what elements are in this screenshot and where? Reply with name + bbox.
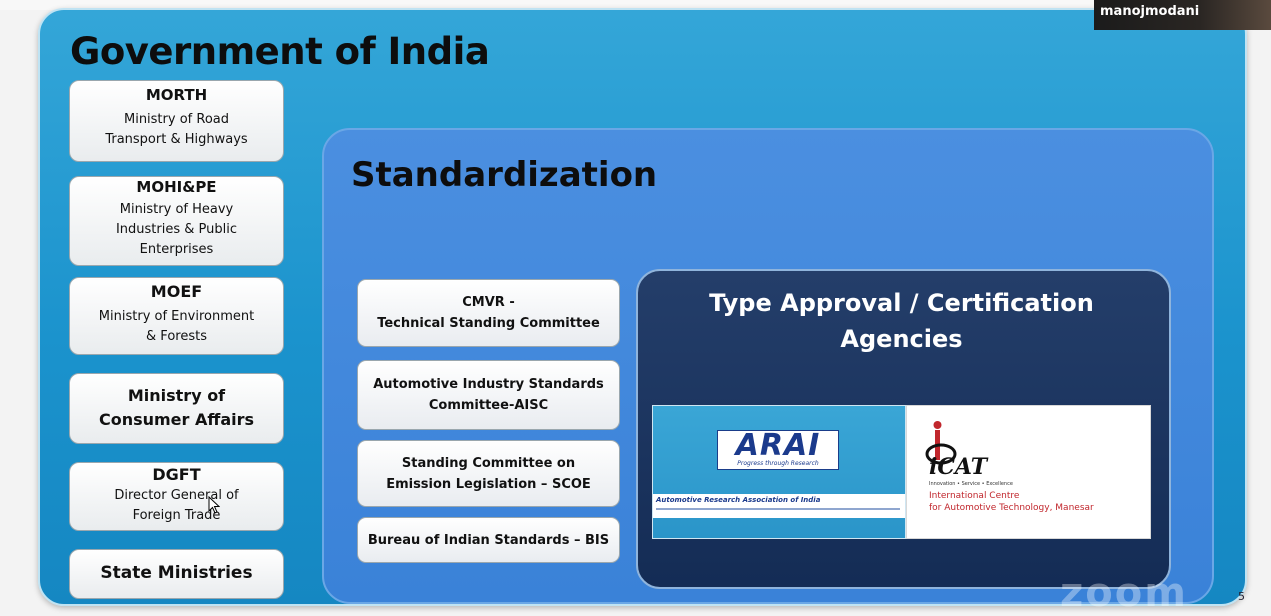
committee-line: Technical Standing Committee [377, 316, 600, 331]
standardization-title: Standardization [351, 155, 658, 195]
participant-video-tile[interactable]: manojmodani [1094, 0, 1271, 30]
arai-name: Automotive Research Association of India [656, 496, 821, 504]
ministry-heading: Ministry of Consumer Affairs [98, 386, 255, 429]
ministry-subtitle: Enterprises [139, 242, 214, 257]
committee-line: Bureau of Indian Standards – BIS [367, 532, 610, 548]
ministry-box-consumer-affairs: Ministry of Consumer Affairs [69, 373, 284, 444]
ministry-box-state: State Ministries [69, 549, 284, 599]
committee-line: Standing Committee on [401, 455, 576, 471]
icat-name-line: for Automotive Technology, Manesar [929, 503, 1094, 513]
arai-name-strip: Automotive Research Association of India [653, 494, 905, 518]
ministry-subtitle: Industries & Public [115, 222, 238, 237]
ministry-box-dgft: DGFT Director General of Foreign Trade [69, 462, 284, 531]
icat-logo-card: iCAT Innovation • Service • Excellence I… [906, 405, 1151, 539]
ministry-heading: MORTH [145, 86, 208, 104]
ministry-subtitle: Ministry of Road [123, 112, 229, 127]
ministry-heading: State Ministries [100, 563, 253, 583]
arai-logo-card: ARAI Progress through Research Automotiv… [652, 405, 906, 539]
ministry-heading: DGFT [152, 465, 201, 484]
ministry-subtitle: Director General of [114, 488, 239, 503]
icat-name-line: International Centre [929, 491, 1020, 501]
ministry-heading: MOEF [150, 282, 203, 301]
ministry-subtitle: Ministry of Environment [98, 309, 255, 324]
ministry-subtitle: & Forests [146, 329, 207, 344]
arai-logo: ARAI Progress through Research [717, 428, 839, 470]
committee-box-cmvr: CMVR - Technical Standing Committee [357, 279, 620, 347]
committee-box-scoe: Standing Committee on Emission Legislati… [357, 440, 620, 507]
type-approval-title-line: Agencies [840, 325, 963, 353]
type-approval-title: Type Approval / Certification Agencies [636, 285, 1167, 357]
icat-tagline: Innovation • Service • Excellence [929, 481, 1013, 487]
committee-line: Committee-AISC [428, 398, 549, 413]
committee-line: Automotive Industry Standards [373, 377, 604, 392]
ministry-subtitle: Foreign Trade [132, 508, 221, 523]
participant-name: manojmodani [1100, 4, 1200, 19]
government-title: Government of India [70, 30, 490, 73]
type-approval-title-line: Type Approval / Certification [709, 289, 1094, 317]
arai-fine-print [656, 508, 900, 510]
arai-tagline: Progress through Research [737, 460, 819, 467]
ministry-box-mohipe: MOHI&PE Ministry of Heavy Industries & P… [69, 176, 284, 266]
committee-line: CMVR - [462, 295, 515, 310]
committee-box-bis: Bureau of Indian Standards – BIS [357, 517, 620, 563]
ministry-subtitle: Ministry of Heavy [119, 202, 234, 217]
top-strip [0, 0, 1271, 10]
ministry-subtitle: Transport & Highways [105, 132, 248, 147]
icat-emblem-icon [925, 421, 957, 465]
ministry-heading: MOHI&PE [136, 178, 217, 196]
mouse-cursor-icon [208, 496, 220, 514]
zoom-watermark: zoom [1060, 570, 1188, 616]
committee-line: Emission Legislation – SCOE [386, 476, 591, 492]
ministry-box-moef: MOEF Ministry of Environment & Forests [69, 277, 284, 355]
arai-logo-text: ARAI [735, 428, 821, 463]
committee-box-aisc: Automotive Industry Standards Committee-… [357, 360, 620, 430]
ministry-box-morth: MORTH Ministry of Road Transport & Highw… [69, 80, 284, 162]
slide-number: 5 [1238, 590, 1245, 603]
icat-logo-text: iCAT [929, 454, 988, 480]
